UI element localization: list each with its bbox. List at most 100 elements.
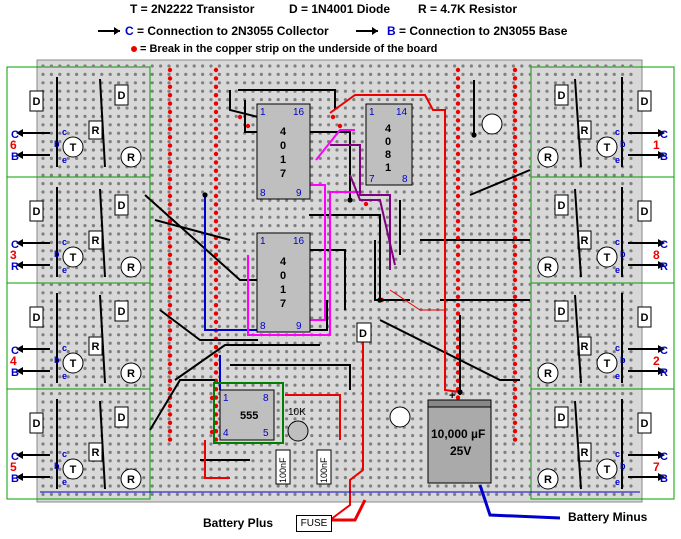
- capacitor-label: 100nF: [278, 457, 288, 483]
- channel-number-right: 2: [653, 354, 660, 368]
- ic-label-line-3: 1: [280, 284, 286, 296]
- lead-e: e: [62, 371, 67, 381]
- resistor-round-left: R: [120, 468, 142, 490]
- ic-label-line-2: 0: [280, 270, 286, 282]
- transistor-left: T: [62, 246, 84, 268]
- resistor-right: R: [577, 336, 592, 356]
- ic-label-line-4: 7: [280, 298, 286, 310]
- channel-number-right: 8: [653, 248, 660, 262]
- lead-e: e: [615, 265, 620, 275]
- svg-text:D: D: [558, 306, 566, 318]
- svg-text:R: R: [127, 368, 135, 380]
- capacitor-voltage: 25V: [450, 444, 471, 458]
- channel-number-right: 7: [653, 460, 660, 474]
- capacitor-10000uf: + 10,000 µF 25V: [427, 390, 492, 484]
- svg-text:D: D: [118, 306, 126, 318]
- ic-label-line-4: 7: [280, 168, 286, 180]
- svg-text:D: D: [558, 412, 566, 424]
- capacitor-100nf-2: 100nF: [316, 449, 332, 485]
- lead-e: e: [62, 477, 67, 487]
- transistor-right: T: [596, 136, 618, 158]
- resistor-right: R: [577, 230, 592, 250]
- resistor-right: R: [577, 442, 592, 462]
- ic-pin-1: 1: [260, 236, 266, 247]
- resistor-round-right: R: [537, 362, 559, 384]
- channel-number-right: 1: [653, 138, 660, 152]
- capacitor-100nf-1: 100nF: [275, 449, 291, 485]
- svg-text:T: T: [70, 142, 77, 154]
- collector-text: = Connection to 2N3055 Collector: [137, 24, 329, 38]
- svg-text:D: D: [558, 90, 566, 102]
- diode-left-2: D: [114, 84, 129, 106]
- board-holes: [41, 64, 633, 496]
- ic-pin-14: 14: [396, 107, 408, 118]
- transistor-right: T: [596, 458, 618, 480]
- svg-text:R: R: [92, 125, 100, 137]
- lead-c: c: [615, 127, 620, 137]
- ic-pin-9: 9: [296, 188, 302, 199]
- resistor-left: R: [88, 120, 103, 140]
- transistor-left: T: [62, 352, 84, 374]
- resistor-left: R: [88, 336, 103, 356]
- svg-text:D: D: [33, 312, 41, 324]
- ic-label-line-1: 4: [385, 123, 392, 135]
- lead-b: b: [620, 355, 626, 365]
- ic-pin-7: 7: [369, 174, 375, 185]
- collector-legend: C = Connection to 2N3055 Collector: [125, 24, 329, 38]
- base-out-label: R: [660, 367, 668, 379]
- wires: [40, 80, 640, 522]
- ic-pin-1: 1: [369, 107, 375, 118]
- mounting-hole: [481, 113, 503, 135]
- lead-b: b: [620, 139, 626, 149]
- ic-pin-8: 8: [260, 321, 266, 332]
- base-out-label: R: [660, 261, 668, 273]
- svg-text:R: R: [544, 368, 552, 380]
- battery-plus-label: Battery Plus: [203, 516, 274, 530]
- collector-out-label: C: [11, 129, 19, 141]
- lead-c: c: [615, 449, 620, 459]
- diode-left-2: D: [114, 194, 129, 216]
- diode-right: D: [554, 84, 569, 106]
- ic-label-line-1: 4: [280, 126, 287, 138]
- svg-text:D: D: [641, 206, 649, 218]
- base-letter: B: [387, 24, 396, 38]
- transistor-left: T: [62, 136, 84, 158]
- diode-right-2: D: [637, 90, 652, 112]
- collector-letter: C: [125, 24, 134, 38]
- ic-pin-8: 8: [263, 393, 269, 404]
- collector-out-label: C: [11, 345, 19, 357]
- ic-label: 555: [240, 410, 258, 422]
- ic-pin-8: 8: [402, 174, 408, 185]
- svg-text:D: D: [118, 200, 126, 212]
- ic-label-line-4: 1: [385, 162, 391, 174]
- svg-text:D: D: [641, 312, 649, 324]
- svg-text:D: D: [118, 412, 126, 424]
- svg-text:R: R: [544, 474, 552, 486]
- lead-b: b: [620, 461, 626, 471]
- svg-text:T: T: [70, 464, 77, 476]
- resistor-round-right: R: [537, 256, 559, 278]
- svg-text:R: R: [544, 262, 552, 274]
- svg-text:D: D: [641, 418, 649, 430]
- channel-number-left: 5: [10, 460, 17, 474]
- lead-b: b: [620, 249, 626, 259]
- svg-text:T: T: [70, 252, 77, 264]
- fuse: FUSE: [296, 515, 332, 532]
- svg-text:D: D: [118, 90, 126, 102]
- channel-number-left: 4: [10, 354, 17, 368]
- ic-pin-16: 16: [293, 236, 305, 247]
- svg-text:R: R: [581, 235, 589, 247]
- svg-text:D: D: [33, 206, 41, 218]
- lead-e: e: [62, 155, 67, 165]
- diode-center: D: [356, 322, 372, 343]
- resistor-left: R: [88, 442, 103, 462]
- svg-text:T: T: [604, 358, 611, 370]
- svg-text:T: T: [604, 464, 611, 476]
- base-out-label: B: [11, 367, 19, 379]
- channel-number-left: 3: [10, 248, 17, 262]
- battery-minus-label: Battery Minus: [568, 510, 648, 524]
- diode-right-2: D: [637, 412, 652, 434]
- svg-text:R: R: [127, 474, 135, 486]
- capacitor-plus: +: [449, 390, 455, 402]
